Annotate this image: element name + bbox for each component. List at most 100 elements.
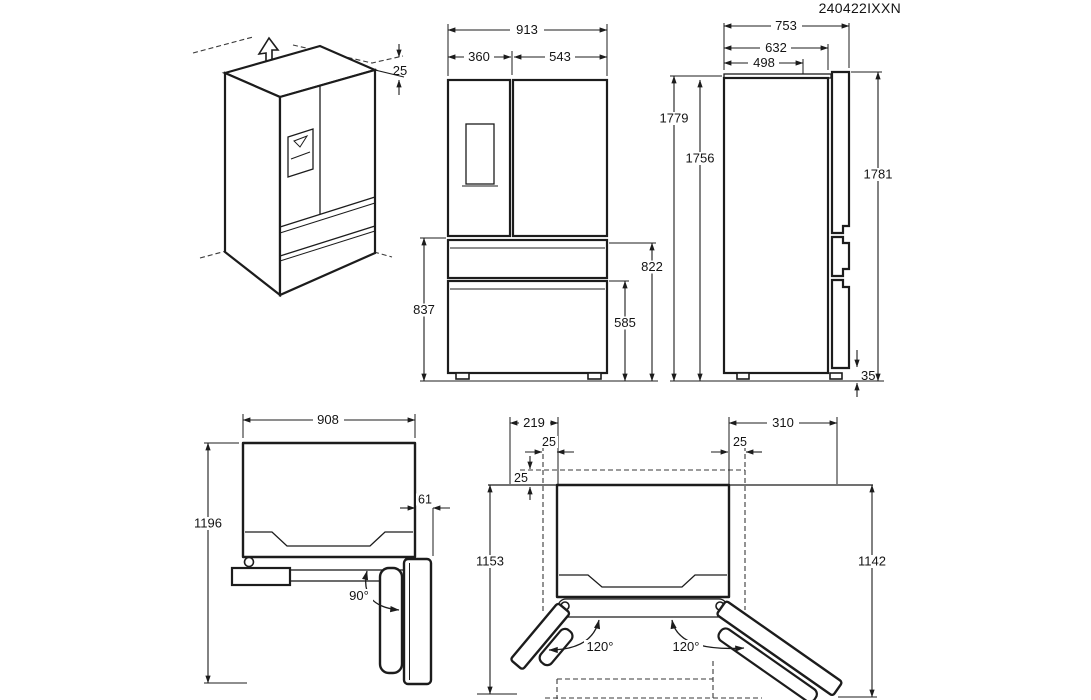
side-upper-door-profile [830, 70, 851, 235]
dim-top90-door-protrusion: 61 [418, 493, 432, 507]
dim-side-depth-without-door: 632 [765, 40, 787, 55]
front-right-foot [587, 372, 602, 380]
fridge-front-face [278, 68, 377, 297]
side-body [722, 76, 830, 375]
top120-right-door-slab [716, 600, 843, 697]
dim-front-height-lower-drawer: 585 [614, 315, 636, 330]
label-bg [771, 19, 802, 33]
label-bg [683, 152, 717, 165]
label-bg [760, 41, 791, 55]
top120-cabinet [555, 483, 731, 599]
extension-line [728, 417, 838, 484]
dim-iso-top-clearance: 25 [393, 63, 407, 78]
label-bg [345, 589, 373, 603]
side-front-foot [829, 372, 843, 380]
top120-doors-closed-outline [557, 598, 728, 618]
label-bg [670, 640, 703, 654]
dim-top120-left-clearance: 25 [542, 435, 556, 449]
label-bg [854, 555, 890, 568]
top90-left-door-closed [230, 566, 292, 587]
dim-front-height-door-bottom: 837 [413, 302, 435, 317]
side-lower-drawer-profile [830, 278, 851, 370]
middle-drawer-bottom-line [279, 225, 376, 257]
dim-front-overall-width: 913 [516, 22, 538, 37]
label-bg [609, 316, 641, 330]
label-bg [861, 168, 895, 181]
dim-side-body-height: 1756 [686, 151, 715, 166]
extension-line [374, 69, 405, 78]
label-bg [636, 260, 668, 274]
dim-side-overall-height: 1779 [660, 111, 689, 126]
top120-front-contour [559, 574, 727, 588]
middle-drawer-top-line [279, 202, 376, 234]
dim-side-door-floor-gap: 35 [861, 368, 875, 383]
top120-left-door-open [510, 602, 574, 670]
label-bg [584, 640, 617, 654]
dim-side-height-with-door: 1781 [864, 167, 893, 182]
label-bg [657, 112, 691, 125]
top-view-90: 908 61 1196 90° [190, 412, 450, 686]
front-left-foot [455, 372, 470, 380]
side-middle-drawer-profile [830, 235, 851, 278]
top90-right-door-open [402, 557, 433, 686]
dim-top120-depth-right: 1142 [858, 554, 886, 569]
dim-front-right-door-width: 543 [549, 49, 571, 64]
label-bg [767, 416, 799, 430]
dim-top90-angle: 90° [349, 588, 369, 603]
dispenser-recess [287, 128, 314, 178]
dim-top90-depth-open: 1196 [194, 516, 222, 531]
floor-dashed-line [199, 250, 227, 259]
label-bg [313, 413, 344, 427]
door-bottom-line [279, 196, 376, 228]
floor-dashed-line [373, 251, 393, 258]
dim-top120-right-clearance: 25 [733, 435, 747, 449]
front-lower-drawer [446, 279, 609, 375]
top-view-120: 120° 120° 219 310 25 25 25 1153 [472, 415, 890, 700]
label-bg [416, 493, 434, 506]
label-bg [731, 436, 749, 448]
top90-cabinet [241, 441, 417, 559]
top120-right-door-open [716, 600, 843, 700]
dispenser-spout [293, 134, 309, 148]
isometric-view: 25 [192, 36, 407, 298]
label-bg [748, 56, 779, 70]
front-view: 913 360 543 837 822 585 [408, 22, 668, 382]
dim-front-left-door-width: 360 [468, 49, 490, 64]
extension-line [447, 24, 608, 76]
top90-front-contour [245, 531, 413, 547]
dim-top120-rear-clearance: 25 [514, 471, 528, 485]
label-bg [519, 416, 550, 430]
dim-side-overall-depth: 753 [775, 18, 797, 33]
dim-top120-right-angle: 120° [673, 639, 700, 654]
top90-left-hinge [243, 556, 255, 568]
label-bg [190, 517, 227, 530]
drawing-code: 240422IXXN [819, 0, 901, 16]
fridge-left-face [223, 71, 282, 298]
label-bg [512, 472, 530, 484]
dim-side-body-depth: 498 [753, 55, 775, 70]
dim-top120-left-protrusion: 219 [523, 415, 545, 430]
dim-top120-right-protrusion: 310 [772, 415, 794, 430]
lower-drawer-top-line [279, 230, 376, 262]
front-dispenser [465, 123, 495, 185]
label-bg [472, 555, 508, 568]
dispenser-tray-line [290, 151, 311, 160]
front-middle-drawer [446, 238, 609, 280]
clearance-plane-dashed-line [192, 36, 254, 54]
label-bg [510, 23, 544, 37]
dim-front-height-middle-drawer: 822 [641, 259, 663, 274]
label-bg [540, 436, 558, 448]
dim-top90-cabinet-width: 908 [317, 412, 339, 427]
top120-left-swing-arc [548, 619, 601, 654]
side-rear-foot [736, 372, 750, 380]
label-bg [464, 50, 494, 64]
drawer-clearance-dashed [545, 661, 762, 699]
label-bg [545, 50, 575, 64]
label-bg [408, 303, 440, 317]
top90-door-handle [378, 566, 404, 675]
front-left-door [446, 78, 512, 238]
front-right-door [511, 78, 609, 238]
dim-top120-depth-left: 1153 [476, 554, 504, 569]
